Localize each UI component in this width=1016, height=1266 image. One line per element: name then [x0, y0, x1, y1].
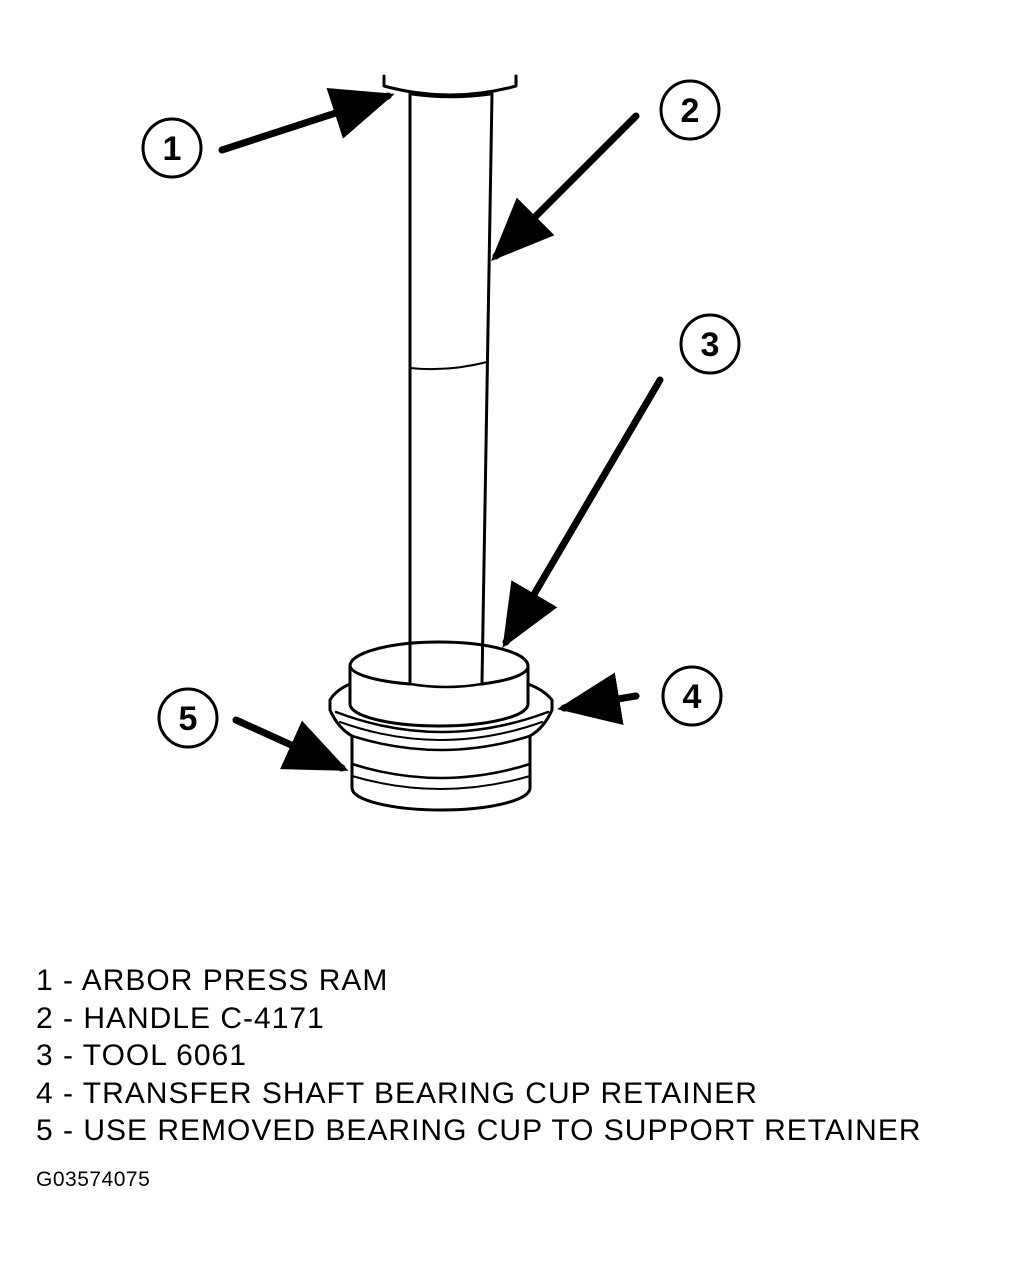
leader-arrow-3 [502, 376, 664, 649]
leader-arrow-1 [218, 88, 395, 154]
legend-item-3: 3 - TOOL 6061 [36, 1039, 247, 1072]
callout-circle-5 [157, 687, 219, 749]
bearing-cup-support [350, 734, 532, 812]
leader-arrow-5 [232, 716, 349, 772]
callout-number-5: 5 [179, 700, 198, 738]
legend-item-1: 1 - ARBOR PRESS RAM [36, 964, 389, 997]
arbor-press-ram [382, 74, 518, 97]
legend-item-2: 2 - HANDLE C-4171 [36, 1001, 325, 1035]
callout-circle-4 [661, 665, 723, 727]
legend-item-5: 5 - USE REMOVED BEARING CUP TO SUPPORT R… [36, 1114, 922, 1147]
assembly-diagram: 1 2 3 4 5 [141, 74, 741, 812]
handle-shaft [408, 92, 494, 684]
callout-circle-1 [141, 117, 203, 179]
callout-number-2: 2 [681, 92, 700, 130]
callout-circle-3 [679, 313, 741, 375]
callout-number-3: 3 [701, 326, 720, 364]
tool-6061 [348, 640, 530, 728]
callout-legend: 1 - ARBOR PRESS RAM 2 - HANDLE C-4171 3 … [36, 962, 922, 1150]
figure-id: G03574075 [36, 1168, 151, 1191]
callout-circle-2 [659, 79, 721, 141]
leader-arrow-4 [557, 672, 640, 726]
leader-arrow-2 [491, 112, 640, 261]
legend-item-4: 4 - TRANSFER SHAFT BEARING CUP RETAINER [36, 1076, 758, 1110]
callout-number-4: 4 [683, 678, 702, 716]
callout-number-1: 1 [163, 130, 182, 168]
